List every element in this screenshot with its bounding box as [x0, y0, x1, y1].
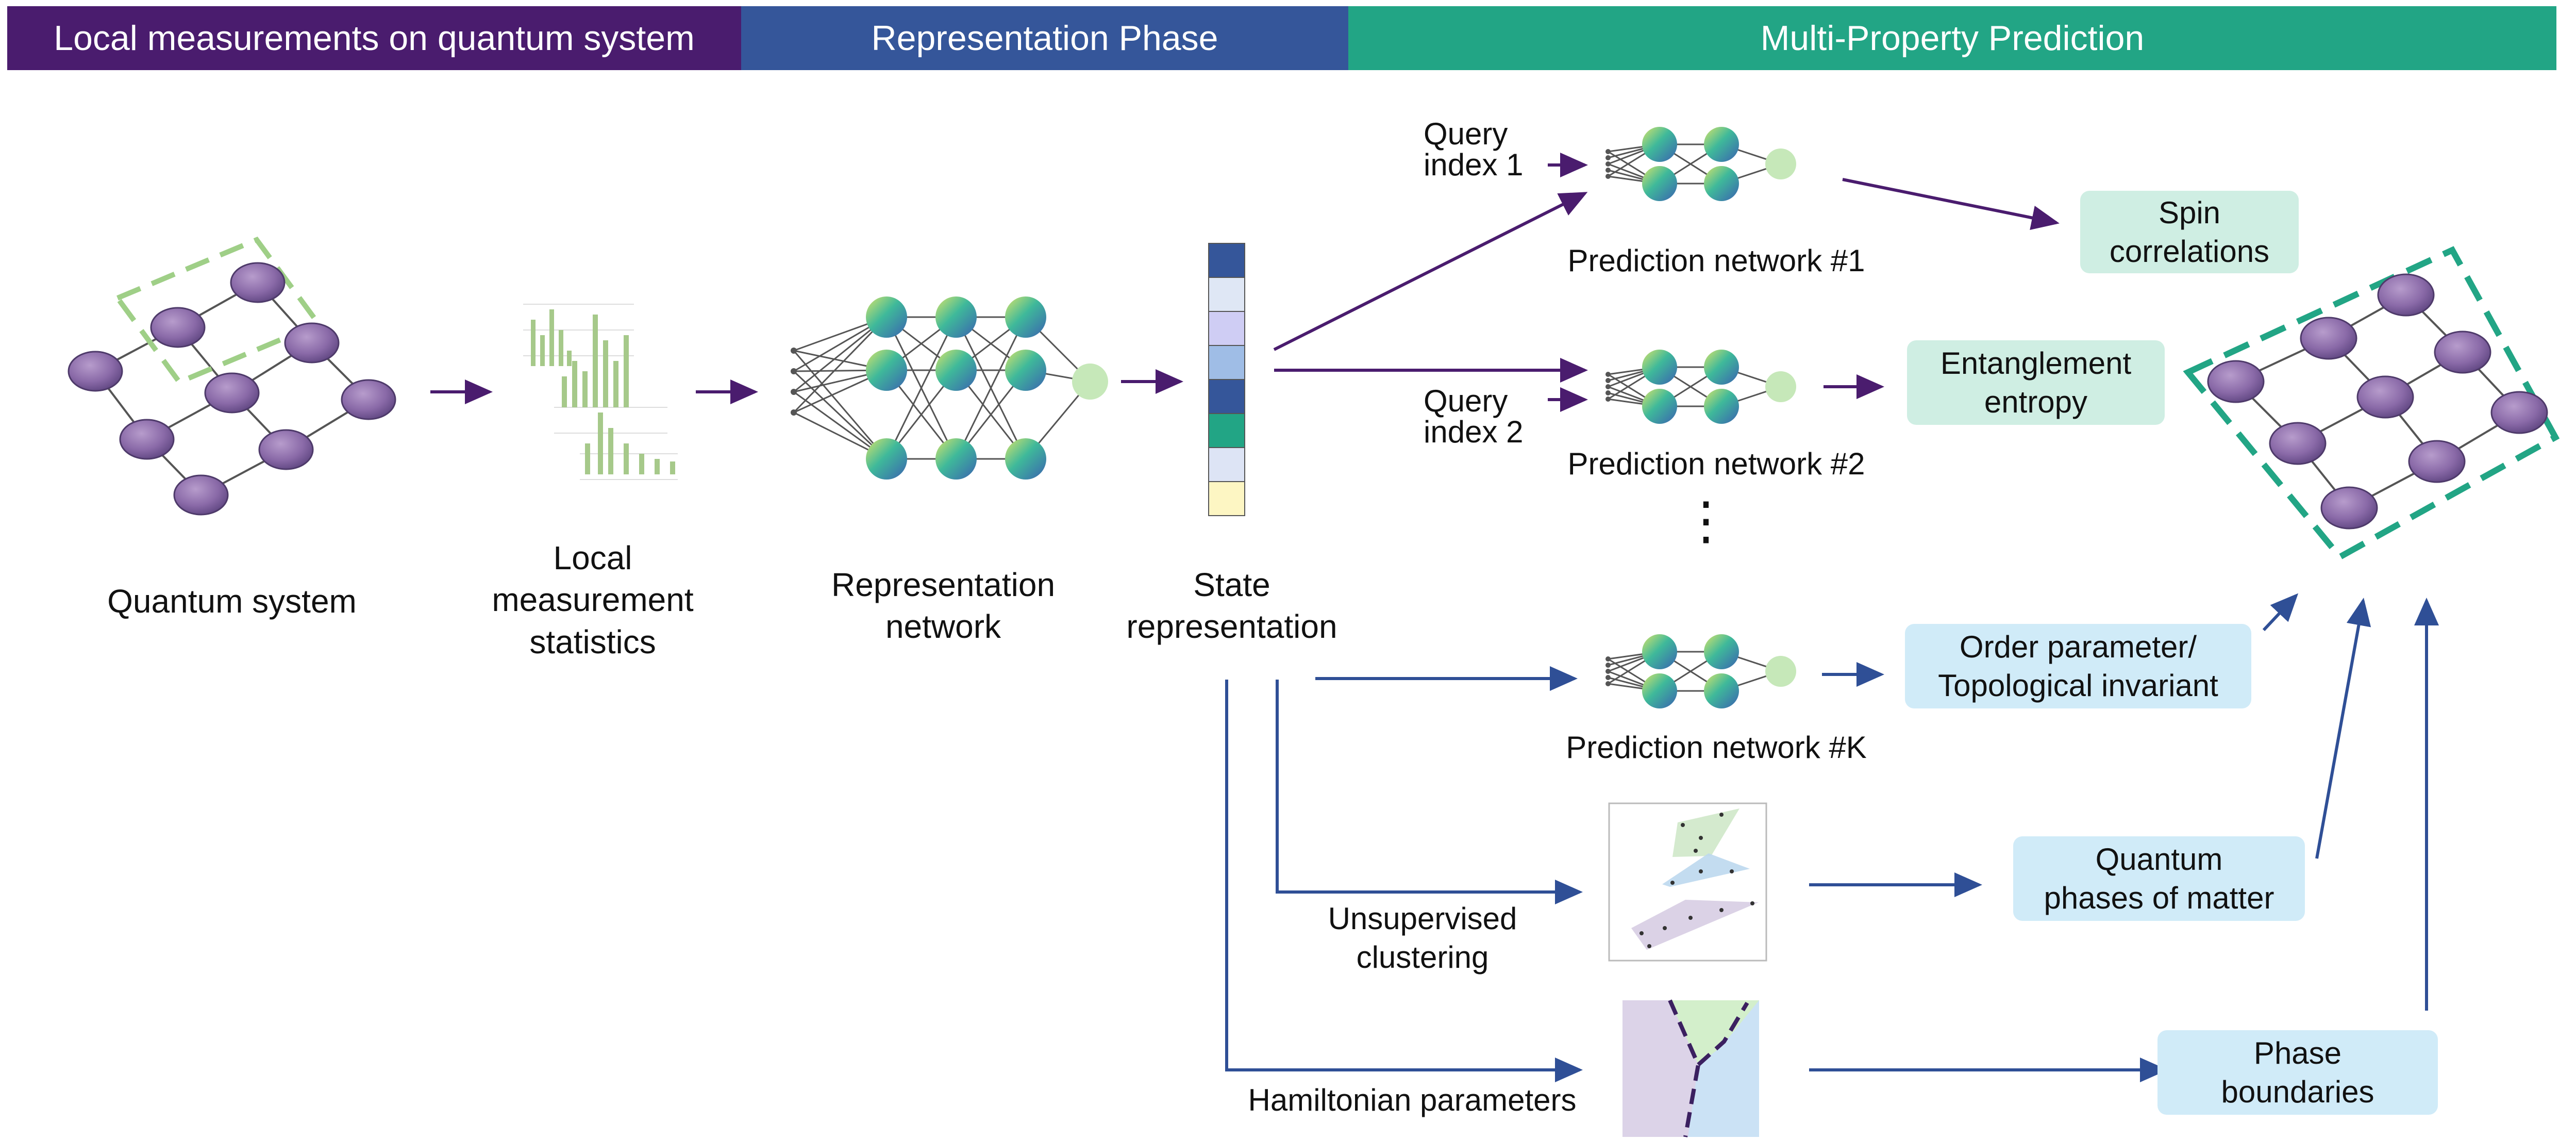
state-vector-cell: [1208, 311, 1245, 346]
banner-multi-property-prediction: Multi-Property Prediction: [1348, 6, 2556, 70]
state-vector-cell: [1208, 413, 1245, 448]
prediction-network-2-label: Prediction network #2: [1567, 447, 1865, 481]
clustering-plot: [1608, 802, 1767, 962]
representation-network-label: Representation network: [831, 566, 1056, 646]
blue-arrows: [1225, 593, 2439, 1082]
hamiltonian-parameters-label: Hamiltonian parameters: [1248, 1083, 1577, 1117]
output-quantum-phases: Quantum phases of matter: [2013, 836, 2305, 921]
output-order-parameter: Order parameter/ Topological invariant: [1905, 624, 2251, 708]
state-vector-cell: [1208, 277, 1245, 312]
ellipsis-dots: ⋮: [1680, 492, 1732, 550]
purple-arrows: [430, 153, 2060, 412]
state-vector-cell: [1208, 481, 1245, 516]
state-vector-cell: [1208, 243, 1245, 278]
state-representation-vector: [1208, 243, 1245, 516]
prediction-network-k: [1604, 633, 1797, 709]
output-lattice: [2183, 246, 2560, 561]
local-measurement-label: Local measurement statistics: [492, 539, 694, 661]
output-spin-correlations: Spin correlations: [2080, 191, 2299, 273]
banner-local-measurements: Local measurements on quantum system: [7, 6, 741, 70]
unsupervised-clustering-label: Unsupervised clustering: [1328, 901, 1517, 975]
state-vector-cell: [1208, 379, 1245, 414]
output-phase-boundaries: Phase boundaries: [2157, 1030, 2438, 1115]
prediction-network-k-label: Prediction network #K: [1566, 730, 1867, 765]
prediction-network-1-label: Prediction network #1: [1567, 243, 1865, 278]
phase-diagram: [1622, 999, 1759, 1137]
prediction-network-2: [1604, 349, 1797, 425]
banner-representation-phase: Representation Phase: [741, 6, 1348, 70]
representation-network: [791, 296, 1108, 480]
state-representation-label: State representation: [1126, 566, 1337, 646]
quantum-system-lattice: [68, 236, 396, 516]
state-vector-cell: [1208, 447, 1245, 482]
prediction-network-1: [1604, 126, 1797, 202]
measurement-bar-charts: [523, 304, 678, 480]
query-index-1-label: Query index 1: [1424, 117, 1524, 182]
state-vector-cell: [1208, 345, 1245, 380]
output-entanglement-entropy: Entanglement entropy: [1907, 340, 2165, 425]
quantum-system-label: Quantum system: [107, 583, 357, 620]
query-index-2-label: Query index 2: [1424, 384, 1524, 449]
